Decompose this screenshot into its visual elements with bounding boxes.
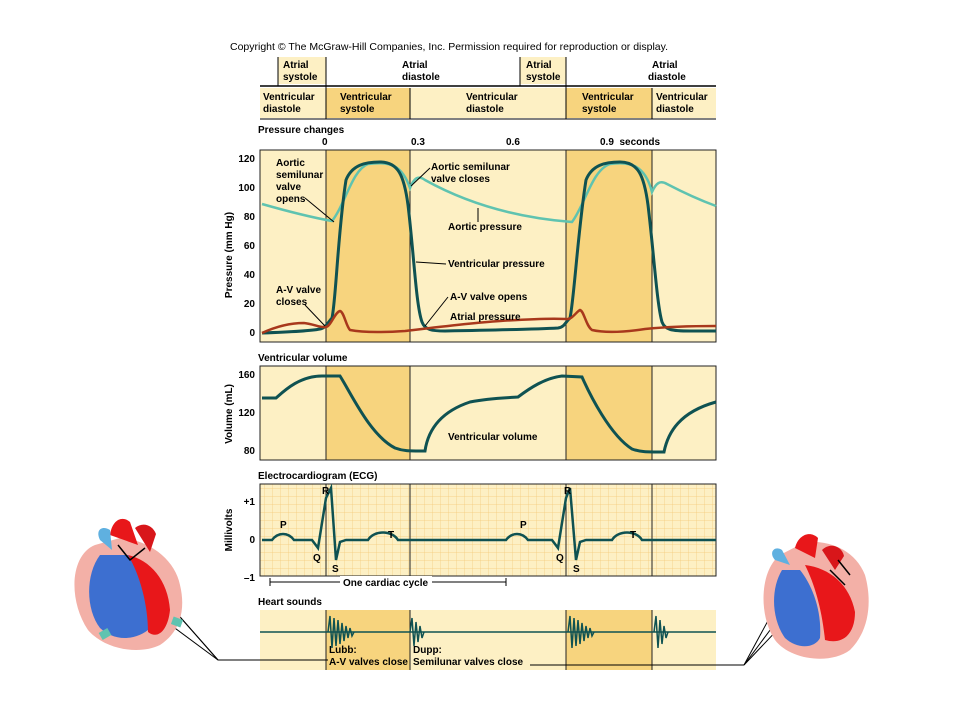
ecg-ytick-0: 0 <box>249 535 255 546</box>
av-opens-leader <box>424 296 449 327</box>
av-valve-closes-label: A-V valve closes <box>276 285 324 308</box>
volume-panel-title: Ventricular volume <box>258 353 348 364</box>
atrial-systole-cell-1 <box>278 57 326 84</box>
ecg-wave-r-1: R <box>322 486 330 497</box>
pressure-ytick-80: 80 <box>244 212 256 223</box>
ventricular-systole-cell-1 <box>326 88 410 118</box>
ventricular-systole-cell-2 <box>566 88 652 118</box>
ecg-ytick-plus1: +1 <box>244 497 256 508</box>
volume-panel: Ventricular volume 160 120 80 Volume (mL… <box>224 353 717 461</box>
ecg-wave-p-2: P <box>520 520 527 531</box>
left-heart-illustration <box>74 518 184 650</box>
volume-ytick-160: 160 <box>238 370 255 381</box>
pressure-ytick-120: 120 <box>238 154 255 165</box>
one-cardiac-cycle-label: One cardiac cycle <box>343 578 428 589</box>
ecg-grid <box>260 484 716 576</box>
pressure-ytick-20: 20 <box>244 299 256 310</box>
ventricular-diastole-cell-1 <box>260 88 326 118</box>
pressure-ytick-40: 40 <box>244 270 256 281</box>
volume-ytick-80: 80 <box>244 446 256 457</box>
aortic-valve-opens-label: Aortic semilunar valve opens <box>276 158 326 205</box>
ecg-wave-s-1: S <box>332 564 339 575</box>
volume-ytick-120: 120 <box>238 408 255 419</box>
copyright-notice: Copyright © The McGraw-Hill Companies, I… <box>230 41 668 53</box>
ecg-ylabel: Millivolts <box>224 508 235 551</box>
volume-ylabel: Volume (mL) <box>224 384 235 444</box>
aortic-pressure-label: Aortic pressure <box>448 222 522 233</box>
ventricular-diastole-cell-3 <box>652 88 716 118</box>
av-closes-leader <box>304 304 326 327</box>
ecg-wave-q-2: Q <box>556 553 564 564</box>
volume-frame <box>259 365 717 461</box>
aortic-pressure-curve <box>261 161 717 224</box>
arrow-icon <box>829 559 851 586</box>
ecg-wave-t-2: T <box>630 530 636 541</box>
arrow-icon <box>98 628 112 640</box>
lubb-sound-burst-1 <box>327 615 355 649</box>
pressure-ytick-60: 60 <box>244 241 256 252</box>
arrow-icon <box>170 616 184 628</box>
sounds-systole-band-2 <box>566 610 652 670</box>
atrial-pressure-label: Atrial pressure <box>450 312 521 323</box>
pressure-ytick-0: 0 <box>249 328 255 339</box>
volume-systole-band-1 <box>326 366 410 460</box>
ecg-ytick-minus1: –1 <box>244 573 256 584</box>
ventricular-pressure-leader <box>415 261 447 265</box>
lubb-label: Lubb: A-V valves close <box>329 645 408 668</box>
time-tick-0-3: 0.3 <box>411 137 425 148</box>
aortic-closes-leader <box>410 167 431 187</box>
pressure-ylabel: Pressure (mm Hg) <box>224 212 235 298</box>
pressure-frame <box>259 149 717 343</box>
dupp-label: Dupp: Semilunar valves close <box>413 645 524 668</box>
pressure-panel: Pressure changes 0 0.3 0.6 0.9 seconds 1… <box>224 125 717 343</box>
pressure-panel-title: Pressure changes <box>258 125 345 136</box>
ecg-wave-s-2: S <box>573 564 580 575</box>
time-tick-0: 0 <box>322 137 328 148</box>
heart-sounds-panel: Heart sounds Lubb: A-V valves close Dupp… <box>258 597 716 670</box>
arrow-icon <box>117 544 146 562</box>
ecg-frame <box>259 483 717 577</box>
pressure-ytick-100: 100 <box>238 183 255 194</box>
right-heart-illustration <box>763 534 869 659</box>
heart-sounds-title: Heart sounds <box>258 597 322 608</box>
aortic-valve-closes-label: Aortic semilunar valve closes <box>431 162 513 185</box>
ecg-wave-p-1: P <box>280 520 287 531</box>
ecg-wave-q-1: Q <box>313 553 321 564</box>
ecg-wave-t-1: T <box>388 530 394 541</box>
dupp-sound-burst-2 <box>653 615 669 649</box>
volume-systole-band-2 <box>566 366 652 460</box>
dupp-sound-burst-1 <box>409 617 425 647</box>
time-tick-0-6: 0.6 <box>506 137 520 148</box>
ventricular-volume-label: Ventricular volume <box>448 432 538 443</box>
av-valve-opens-label: A-V valve opens <box>450 292 528 303</box>
ventricular-pressure-curve <box>261 160 716 335</box>
ventricular-diastole-cell-2 <box>410 88 566 118</box>
ventricular-volume-curve <box>262 374 717 454</box>
time-tick-0-9: 0.9 seconds <box>600 137 660 148</box>
ecg-wave-r-2: R <box>564 486 572 497</box>
ventricular-pressure-label: Ventricular pressure <box>448 259 545 270</box>
aortic-opens-leader <box>304 197 335 223</box>
ecg-panel: Electrocardiogram (ECG) +1 0 –1 Millivol… <box>224 471 717 589</box>
atrial-pressure-curve <box>261 308 717 335</box>
ecg-panel-title: Electrocardiogram (ECG) <box>258 471 377 482</box>
atrial-systole-cell-2 <box>520 57 566 84</box>
lubb-sound-burst-2 <box>567 615 595 649</box>
ecg-trace <box>262 483 716 561</box>
